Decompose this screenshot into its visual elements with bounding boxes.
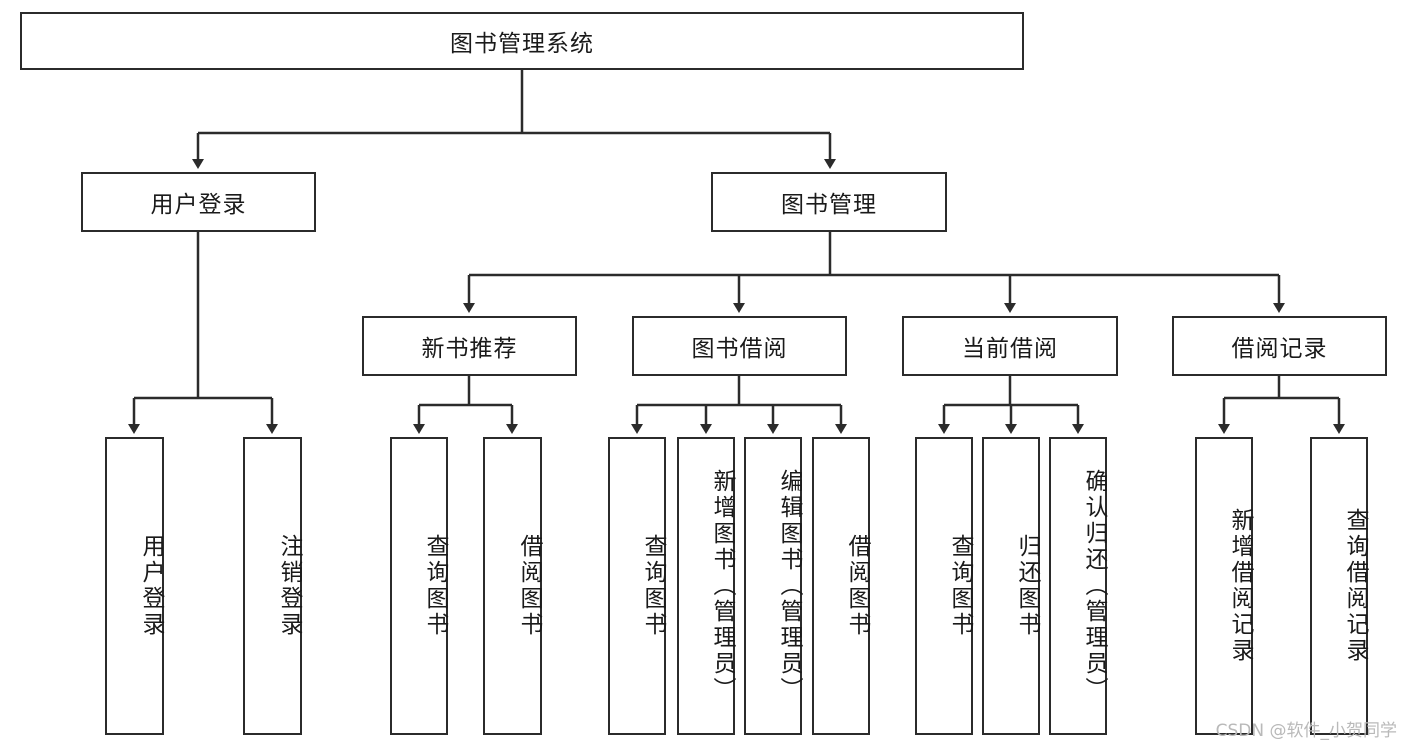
node-label: 新书推荐 <box>421 336 518 362</box>
node-leaf-query-book-1[interactable]: 查询图书 <box>390 437 448 735</box>
node-label: 查询借阅记录 <box>1342 508 1368 664</box>
node-leaf-confirm-return[interactable]: 确认归还（管理员） <box>1049 437 1107 735</box>
node-label: 新增图书（管理员） <box>709 469 735 703</box>
node-leaf-user-login[interactable]: 用户登录 <box>105 437 164 735</box>
node-label: 借阅图书 <box>516 534 542 638</box>
node-label: 图书管理系统 <box>450 31 594 57</box>
node-new-book-recommendation[interactable]: 新书推荐 <box>362 316 577 376</box>
node-label: 图书管理 <box>781 192 877 218</box>
node-label: 用户登录 <box>150 192 247 218</box>
node-leaf-add-borrow-record[interactable]: 新增借阅记录 <box>1195 437 1253 735</box>
node-label: 查询图书 <box>422 534 448 638</box>
node-book-management[interactable]: 图书管理 <box>711 172 947 232</box>
node-label: 查询图书 <box>640 534 666 638</box>
node-label: 用户登录 <box>138 534 164 638</box>
node-user-login[interactable]: 用户登录 <box>81 172 316 232</box>
node-borrowing-records[interactable]: 借阅记录 <box>1172 316 1387 376</box>
node-label: 当前借阅 <box>962 336 1058 362</box>
node-current-borrowing[interactable]: 当前借阅 <box>902 316 1118 376</box>
node-label: 编辑图书（管理员） <box>776 469 802 703</box>
node-label: 新增借阅记录 <box>1227 508 1253 664</box>
node-label: 图书借阅 <box>691 336 788 362</box>
node-label: 查询图书 <box>947 534 973 638</box>
node-label: 借阅记录 <box>1231 336 1328 362</box>
node-leaf-add-book[interactable]: 新增图书（管理员） <box>677 437 735 735</box>
node-leaf-return-book[interactable]: 归还图书 <box>982 437 1040 735</box>
node-leaf-query-book-2[interactable]: 查询图书 <box>608 437 666 735</box>
node-label: 借阅图书 <box>844 534 870 638</box>
node-leaf-query-book-3[interactable]: 查询图书 <box>915 437 973 735</box>
node-leaf-edit-book[interactable]: 编辑图书（管理员） <box>744 437 802 735</box>
node-book-borrowing[interactable]: 图书借阅 <box>632 316 847 376</box>
node-leaf-borrow-book-2[interactable]: 借阅图书 <box>812 437 870 735</box>
node-root-book-management-system[interactable]: 图书管理系统 <box>20 12 1024 70</box>
node-leaf-logout[interactable]: 注销登录 <box>243 437 302 735</box>
node-label: 注销登录 <box>276 534 302 638</box>
node-leaf-borrow-book-1[interactable]: 借阅图书 <box>483 437 542 735</box>
node-label: 确认归还（管理员） <box>1081 469 1107 703</box>
node-label: 归还图书 <box>1014 534 1040 638</box>
node-leaf-query-borrow-record[interactable]: 查询借阅记录 <box>1310 437 1368 735</box>
